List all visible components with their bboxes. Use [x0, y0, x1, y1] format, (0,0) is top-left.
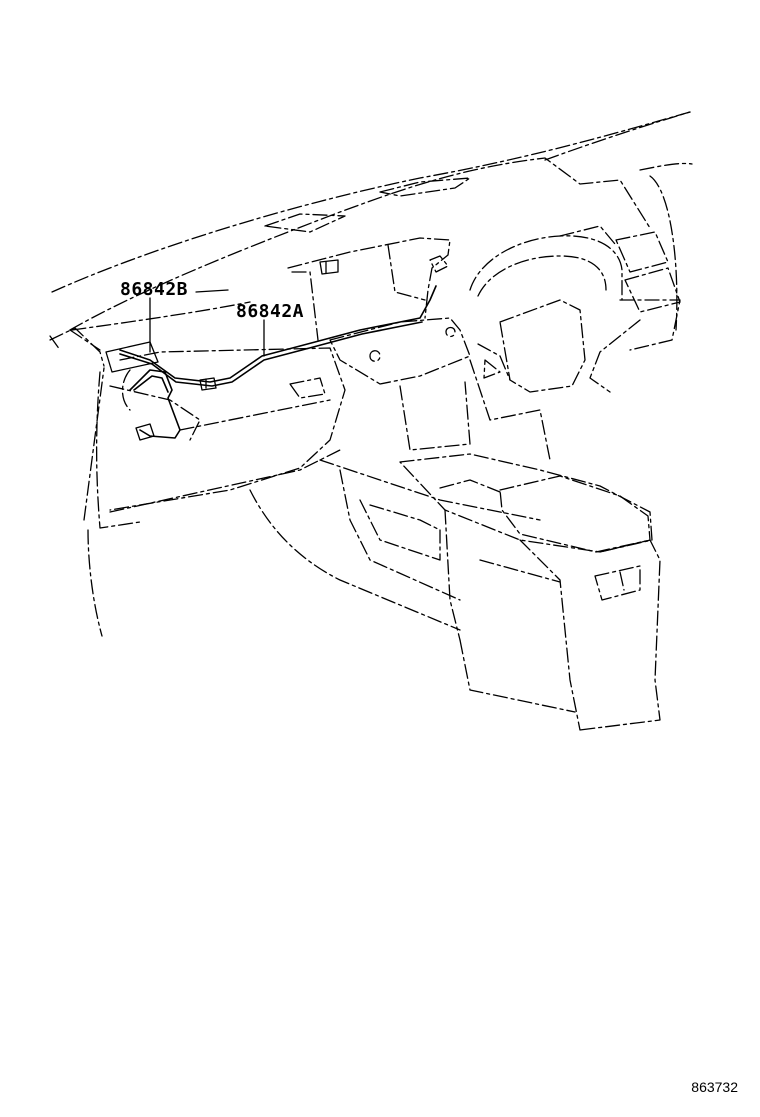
antenna-cord-b — [129, 369, 181, 439]
center-console — [399, 453, 653, 553]
center-display — [287, 237, 451, 319]
windshield-outline — [51, 111, 691, 293]
catalog-number: 863732 — [691, 1079, 738, 1095]
right-vent — [615, 231, 669, 273]
antenna-cord-a — [119, 285, 437, 383]
passenger-dash — [109, 347, 346, 511]
callout-86842A: 86842A — [236, 301, 305, 322]
callout-86842B: 86842B — [120, 279, 189, 300]
center-stack — [329, 317, 471, 385]
dashboard-top — [69, 157, 651, 331]
steering-wheel — [469, 235, 623, 301]
